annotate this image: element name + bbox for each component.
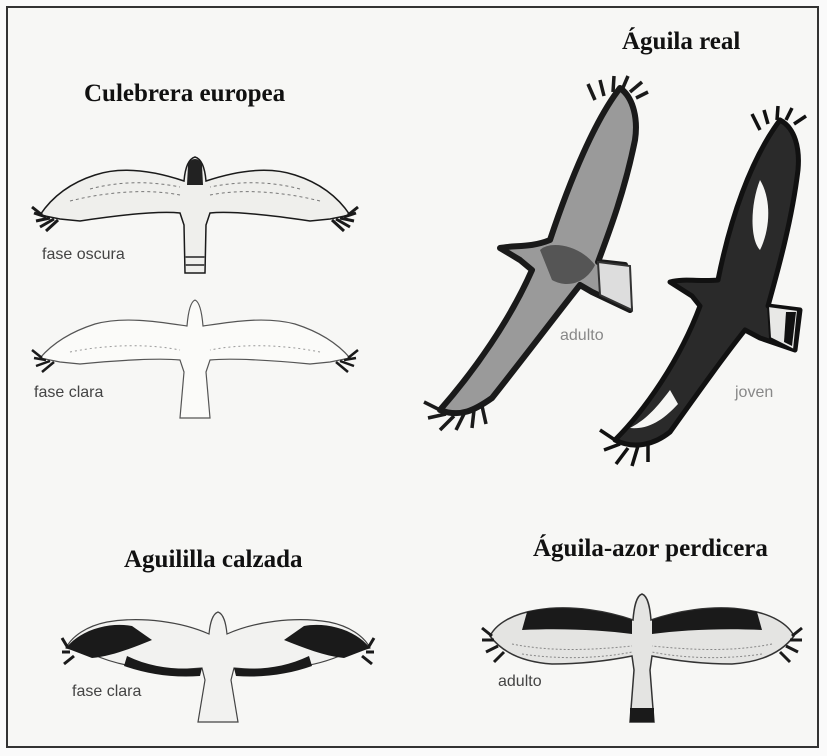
- bird-aguililla-calzada-fase-clara: [62, 608, 374, 726]
- bird-culebrera-fase-clara: [30, 292, 360, 422]
- title-aguila-azor-perdicera: Águila-azor perdicera: [533, 535, 768, 563]
- title-aguila-real: Águila real: [622, 28, 740, 56]
- title-aguililla-calzada: Aguililla calzada: [124, 546, 302, 574]
- bird-aguila-real-joven: [600, 110, 810, 470]
- bird-aguila-azor-perdicera-adulto: [482, 590, 802, 725]
- bird-culebrera-fase-oscura: [30, 145, 360, 280]
- title-culebrera-europea: Culebrera europea: [84, 80, 285, 108]
